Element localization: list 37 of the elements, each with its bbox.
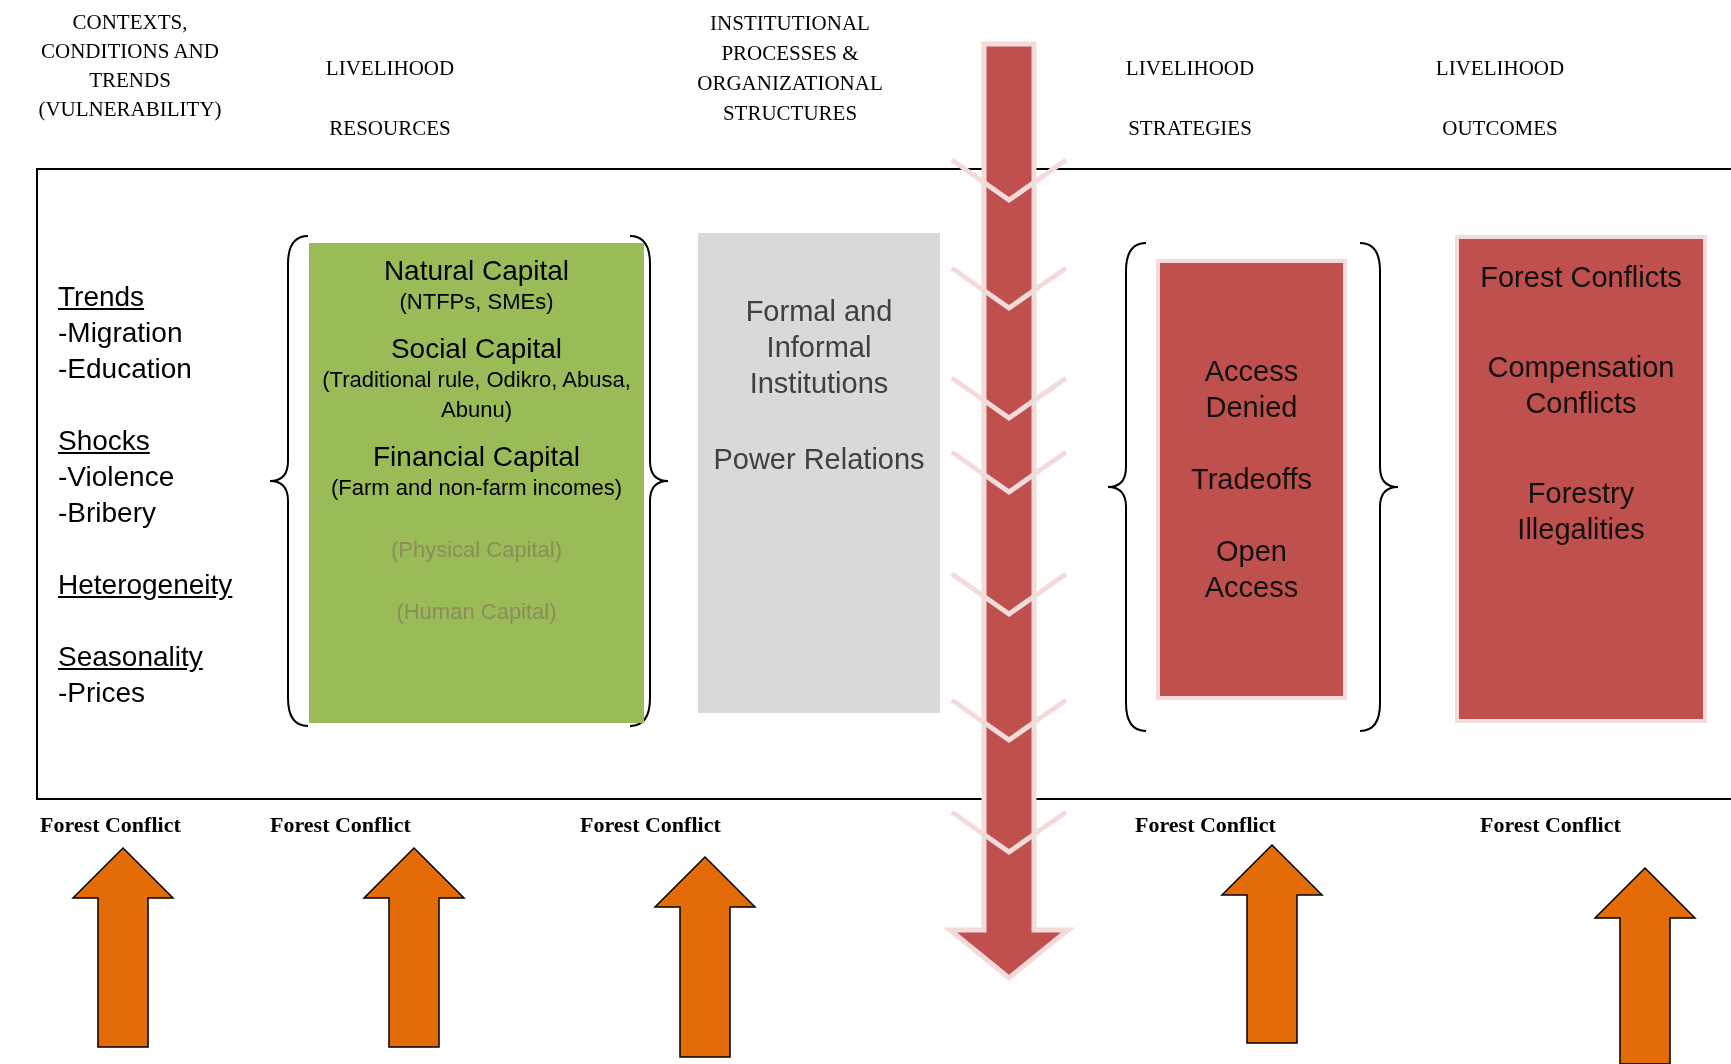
column-heading: INSTITUTIONAL PROCESSES & ORGANIZATIONAL STRUCTURES [696, 10, 884, 127]
conflict-label: Forest Conflict [580, 811, 721, 839]
box-text: Open Access [1203, 534, 1300, 605]
box-text: Tradeoffs [1191, 462, 1312, 497]
factor-item: -Prices [58, 676, 146, 710]
capital-heading: Social Capital [390, 333, 563, 365]
conflict-label: Forest Conflict [1135, 811, 1276, 839]
factor-item: -Violence [58, 460, 175, 494]
factor-item: -Education [58, 352, 192, 386]
column-heading: LIVELIHOOD OUTCOMES [1434, 55, 1566, 142]
box-text: Forestry Illegalities [1516, 476, 1646, 547]
capital-heading: Financial Capital [373, 441, 580, 473]
box-text: Compensation Conflicts [1486, 350, 1676, 421]
capital-detail: (Traditional rule, Odikro, Abusa, Abunu) [321, 366, 632, 424]
conflict-label: Forest Conflict [40, 811, 181, 839]
factor-heading: Shocks [58, 424, 150, 458]
column-heading: LIVELIHOOD RESOURCES [324, 55, 456, 142]
content-box [1156, 259, 1347, 700]
factor-item: -Bribery [58, 496, 156, 530]
column-heading: LIVELIHOOD STRATEGIES [1124, 55, 1256, 142]
content-box [1455, 235, 1707, 723]
conflict-label: Forest Conflict [270, 811, 411, 839]
box-text: Power Relations [713, 442, 925, 477]
conflict-label: Forest Conflict [1480, 811, 1621, 839]
column-heading: CONTEXTS, CONDITIONS AND TRENDS (VULNERABILITY) [37, 9, 223, 123]
capital-detail: (Farm and non-farm incomes) [331, 474, 622, 502]
content-box [309, 243, 644, 723]
factor-heading: Seasonality [58, 640, 203, 674]
box-text: Formal and Informal Institutions [744, 294, 894, 401]
factor-heading: Trends [58, 280, 145, 314]
factor-heading: Heterogeneity [58, 568, 233, 602]
capital-detail: (NTFPs, SMEs) [399, 288, 554, 316]
content-box [698, 233, 940, 713]
capital-heading: Natural Capital [383, 255, 570, 287]
factor-item: -Migration [58, 316, 183, 350]
box-text: Forest Conflicts [1480, 260, 1682, 295]
box-text: Access Denied [1203, 354, 1300, 425]
